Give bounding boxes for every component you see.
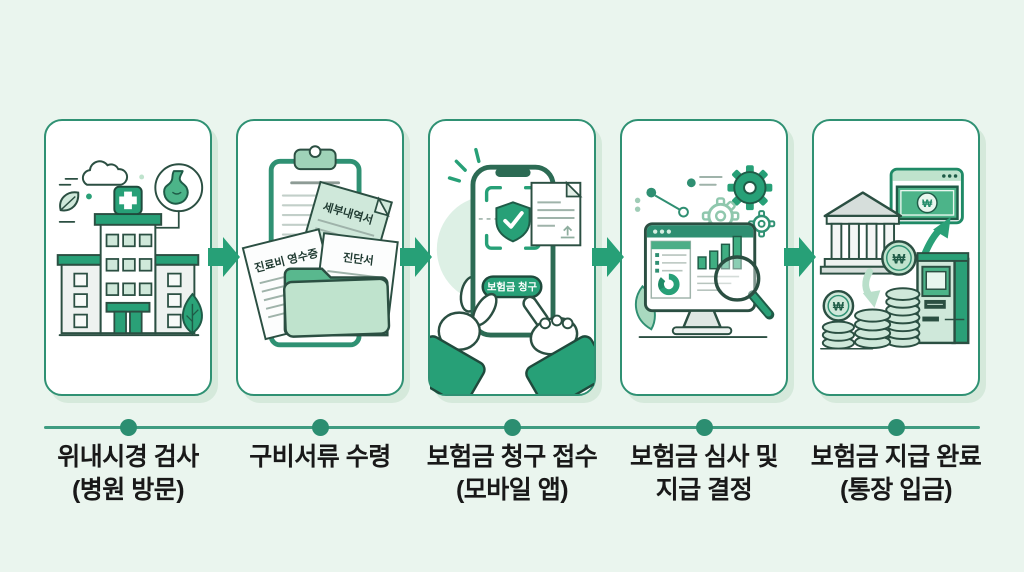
medical-cross-icon: [113, 185, 143, 216]
step-label-line: (모바일 앱): [455, 476, 569, 504]
step-label-line: 구비서류 수령: [249, 443, 391, 471]
timeline-dot-4: [696, 419, 713, 436]
step-card-review: [620, 119, 788, 396]
review-illustration: [634, 165, 776, 339]
cloud-icon: [58, 160, 129, 186]
step-label-3: 보험금 청구 접수 (모바일 앱): [384, 441, 640, 507]
magnifier-icon: [714, 255, 775, 320]
arrow-down-icon: [862, 268, 881, 308]
won-coin-small-icon: ₩: [822, 289, 855, 322]
flow-arrow-icon: [784, 237, 816, 277]
step-label-line: (병원 방문): [71, 476, 185, 504]
banknote-icon: ₩: [895, 185, 959, 221]
atm-icon: [916, 252, 970, 345]
coin-stack-tall: [885, 287, 921, 348]
timeline-dot-3: [504, 419, 521, 436]
leaf-icon: [58, 191, 80, 223]
mobile-claim-illustration: 보험금 청구: [430, 147, 594, 394]
right-hand-pointing: [522, 295, 594, 394]
won-coin-icon: ₩: [881, 240, 917, 276]
bank-icon: [819, 191, 906, 275]
step-card-hospital: [44, 119, 212, 396]
banknote-window-icon: ₩: [889, 167, 964, 225]
svg-text:₩: ₩: [833, 301, 845, 314]
step-label-line: 지급 결정: [655, 476, 753, 504]
upload-document-icon: [530, 180, 583, 247]
step-label-4: 보험금 심사 및 지급 결정: [576, 441, 832, 507]
coin-stack-mid: [854, 308, 892, 349]
pale-dot: [139, 174, 145, 180]
node-graph-icon: [634, 175, 723, 218]
claim-button: 보험금 청구: [481, 275, 543, 299]
svg-text:보험금 청구: 보험금 청구: [487, 281, 538, 294]
step-label-line: 보험금 청구 접수: [426, 443, 598, 471]
step-label-line: 위내시경 검사: [57, 443, 199, 471]
step-label-line: 보험금 지급 완료: [810, 443, 982, 471]
step-label-1: 위내시경 검사 (병원 방문): [0, 441, 256, 507]
folder-icon: [282, 267, 391, 338]
shield-check-icon: [495, 201, 531, 243]
step-label-line: 보험금 심사 및: [630, 443, 778, 471]
svg-text:진단서: 진단서: [342, 250, 374, 268]
tree-icon: [181, 292, 203, 336]
stomach-icon: [154, 163, 204, 229]
step-card-mobile-claim: 보험금 청구: [428, 119, 596, 396]
step-card-documents: 세부내역서 진료비 영수증 진단서: [236, 119, 404, 396]
sparkle-icon: [447, 147, 481, 183]
svg-text:₩: ₩: [922, 198, 933, 210]
flow-arrow-icon: [592, 237, 624, 277]
flow-arrow-icon: [400, 237, 432, 277]
timeline-dot-2: [312, 419, 329, 436]
green-dot: [86, 193, 92, 200]
timeline-dot-5: [888, 419, 905, 436]
gear-large-icon: [727, 165, 773, 211]
flow-arrow-icon: [208, 237, 240, 277]
left-hand: [430, 292, 498, 394]
timeline-dot-1: [120, 419, 137, 436]
step-card-payout: ₩ ₩: [812, 119, 980, 396]
documents-illustration: 세부내역서 진료비 영수증 진단서: [241, 145, 399, 348]
svg-text:₩: ₩: [892, 251, 905, 266]
monitor-stand: [671, 309, 733, 336]
bar-chart-icon: [697, 235, 742, 270]
step-label-2: 구비서류 수령: [192, 441, 448, 474]
step-label-5: 보험금 지급 완료 (통장 입금): [768, 441, 1024, 507]
payout-illustration: ₩ ₩: [819, 167, 970, 350]
hospital-illustration: [56, 160, 204, 337]
dashboard-panel: [650, 240, 692, 299]
coin-stack-left: [821, 320, 855, 350]
step-label-line: (통장 입금): [839, 476, 953, 504]
monitor-icon: [643, 222, 757, 313]
